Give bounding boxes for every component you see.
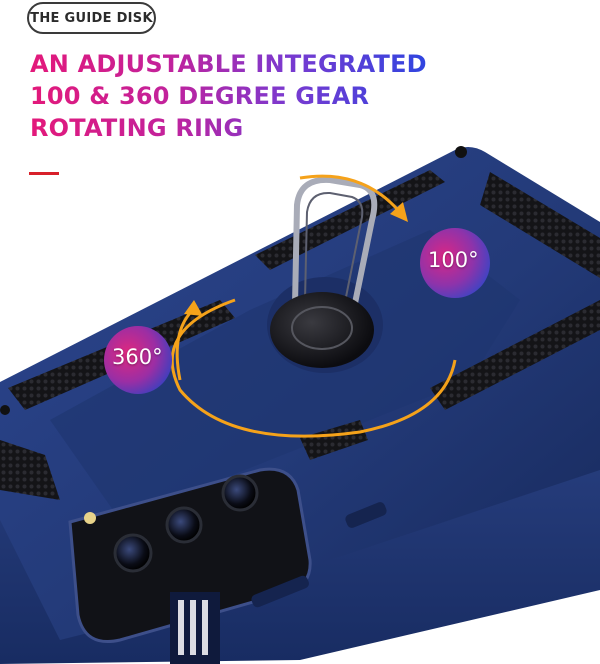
ring-loop — [292, 176, 378, 319]
corner-screw-top — [455, 146, 467, 158]
volume-button — [251, 575, 309, 608]
side-button — [345, 502, 387, 528]
grip-strip-right — [430, 300, 600, 410]
ring-disc-highlight — [291, 306, 353, 350]
arrow-head-360 — [184, 300, 203, 316]
camera-flash — [84, 512, 96, 524]
grip-strip-right-top — [480, 172, 600, 278]
corner-screw-left — [0, 405, 10, 415]
rotation-360-label: 360° — [112, 345, 163, 369]
bottom-port-detail — [170, 592, 220, 664]
rotation-100-label: 100° — [428, 248, 479, 272]
grip-strip-top — [255, 170, 445, 270]
camera-lens-1 — [221, 474, 259, 512]
camera-lens-3 — [113, 533, 153, 573]
grip-strip-left-low — [0, 440, 60, 500]
arrow-head-100 — [390, 202, 408, 222]
guide-disk-badge: THE GUIDE DISK — [27, 2, 156, 34]
accent-underline — [29, 172, 59, 175]
ring-disc — [270, 292, 374, 368]
rotation-360-bubble — [104, 326, 172, 394]
rotation-100-bubble — [420, 228, 490, 298]
case-center-panel — [50, 230, 520, 520]
camera-lens-2 — [165, 506, 203, 544]
rotation-arc-100 — [299, 174, 400, 212]
ring-loop-inner — [304, 191, 364, 313]
grip-strip-bottom — [300, 420, 368, 460]
